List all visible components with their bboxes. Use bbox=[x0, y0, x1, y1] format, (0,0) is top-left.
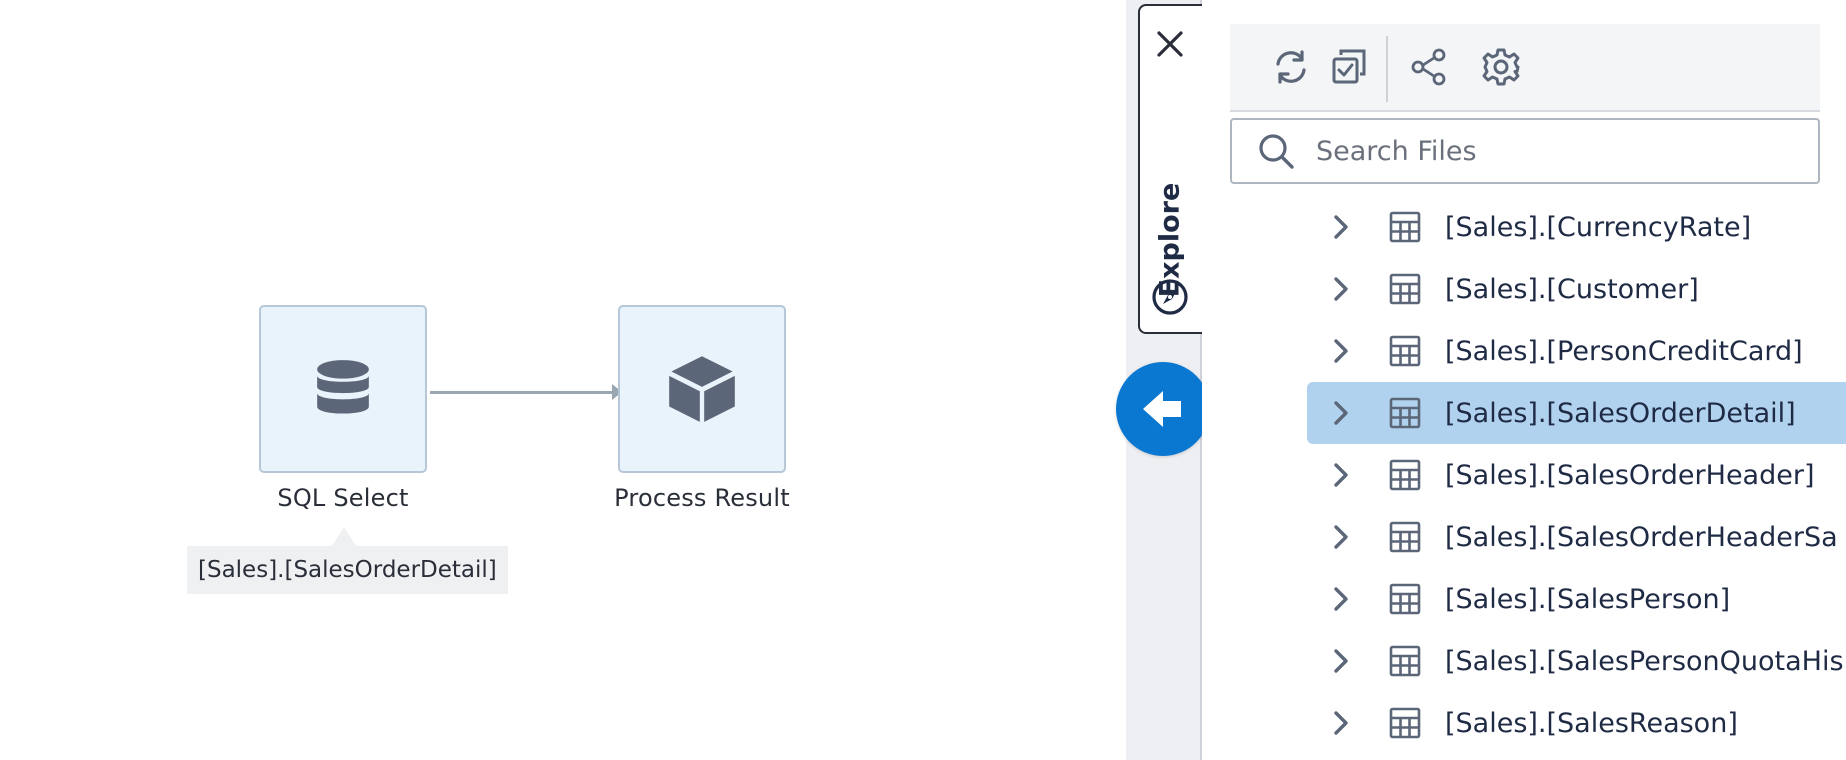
tree-item-label: [Sales].[SalesOrderHeader] bbox=[1445, 459, 1815, 491]
gear-icon bbox=[1482, 48, 1520, 86]
process-result-node[interactable] bbox=[618, 305, 786, 473]
sql-select-node[interactable] bbox=[259, 305, 427, 473]
table-icon bbox=[1383, 267, 1427, 311]
tooltip-pointer bbox=[332, 527, 356, 546]
cube-icon bbox=[669, 356, 735, 422]
settings-button[interactable] bbox=[1478, 44, 1524, 90]
tree-item[interactable]: [Sales].[PersonCreditCard] bbox=[1307, 320, 1846, 382]
explorer-toolbar bbox=[1230, 24, 1820, 112]
toolbar-separator bbox=[1386, 36, 1388, 102]
search-box bbox=[1230, 118, 1820, 184]
chevron-right-icon[interactable] bbox=[1313, 444, 1369, 506]
chevron-right-icon[interactable] bbox=[1313, 196, 1369, 258]
search-icon bbox=[1254, 129, 1298, 173]
chevron-right-icon[interactable] bbox=[1313, 630, 1369, 692]
arrow-left-icon bbox=[1143, 391, 1181, 427]
tree-item[interactable]: [Sales].[Customer] bbox=[1307, 258, 1846, 320]
table-icon bbox=[1383, 391, 1427, 435]
database-icon bbox=[317, 360, 369, 414]
table-icon bbox=[1383, 205, 1427, 249]
chevron-right-icon[interactable] bbox=[1313, 258, 1369, 320]
explore-tab[interactable] bbox=[1138, 4, 1202, 334]
select-all-button[interactable] bbox=[1326, 44, 1372, 90]
tree-item[interactable]: [Sales].[SalesPersonQuotaHis bbox=[1307, 630, 1846, 692]
chevron-right-icon[interactable] bbox=[1313, 568, 1369, 630]
select-all-icon bbox=[1332, 49, 1366, 84]
refresh-icon bbox=[1276, 50, 1306, 84]
tree-item-selected[interactable]: [Sales].[SalesOrderDetail] bbox=[1307, 382, 1846, 444]
tree-item[interactable]: [Sales].[SalesOrderHeader] bbox=[1307, 444, 1846, 506]
table-icon bbox=[1383, 577, 1427, 621]
chevron-right-icon[interactable] bbox=[1313, 320, 1369, 382]
node-tooltip: [Sales].[SalesOrderDetail] bbox=[187, 546, 508, 594]
connector-arrowhead bbox=[612, 384, 622, 400]
tree-item[interactable]: [Sales].[SalesOrderHeaderSa bbox=[1307, 506, 1846, 568]
collapse-panel-button[interactable] bbox=[1116, 362, 1210, 456]
chevron-right-icon[interactable] bbox=[1313, 506, 1369, 568]
node-label: SQL Select bbox=[277, 484, 409, 512]
tree-item[interactable]: [Sales].[SalesReason] bbox=[1307, 692, 1846, 754]
table-icon bbox=[1383, 701, 1427, 745]
tree-item-label: [Sales].[SalesPerson] bbox=[1445, 583, 1731, 615]
share-nodes-icon bbox=[1411, 48, 1446, 86]
tree-item-label: [Sales].[SalesReason] bbox=[1445, 707, 1738, 739]
tree-item-label: [Sales].[SalesOrderHeaderSa bbox=[1445, 521, 1838, 553]
table-icon bbox=[1383, 515, 1427, 559]
tree-item-label: [Sales].[CurrencyRate] bbox=[1445, 211, 1752, 243]
table-icon bbox=[1383, 329, 1427, 373]
chevron-right-icon[interactable] bbox=[1313, 382, 1369, 444]
workflow-connector[interactable] bbox=[430, 391, 620, 394]
close-button[interactable] bbox=[1150, 24, 1190, 64]
tree-item-label: [Sales].[PersonCreditCard] bbox=[1445, 335, 1803, 367]
search-input[interactable] bbox=[1314, 134, 1798, 168]
compass-icon bbox=[1151, 278, 1189, 316]
tree-item-label: [Sales].[Customer] bbox=[1445, 273, 1699, 305]
tree-item[interactable]: [Sales].[SalesPerson] bbox=[1307, 568, 1846, 630]
tree-item[interactable]: [Sales].[CurrencyRate] bbox=[1307, 196, 1846, 258]
refresh-button[interactable] bbox=[1268, 44, 1314, 90]
share-button[interactable] bbox=[1406, 44, 1452, 90]
table-icon bbox=[1383, 453, 1427, 497]
tree-item-label: [Sales].[SalesPersonQuotaHis bbox=[1445, 645, 1844, 677]
table-icon bbox=[1383, 639, 1427, 683]
chevron-right-icon[interactable] bbox=[1313, 692, 1369, 754]
workflow-canvas[interactable]: SQL Select Process Result [Sales].[Sales… bbox=[0, 0, 1126, 760]
tree-item-label: [Sales].[SalesOrderDetail] bbox=[1445, 397, 1796, 429]
node-label: Process Result bbox=[614, 484, 790, 512]
close-icon bbox=[1157, 31, 1183, 57]
